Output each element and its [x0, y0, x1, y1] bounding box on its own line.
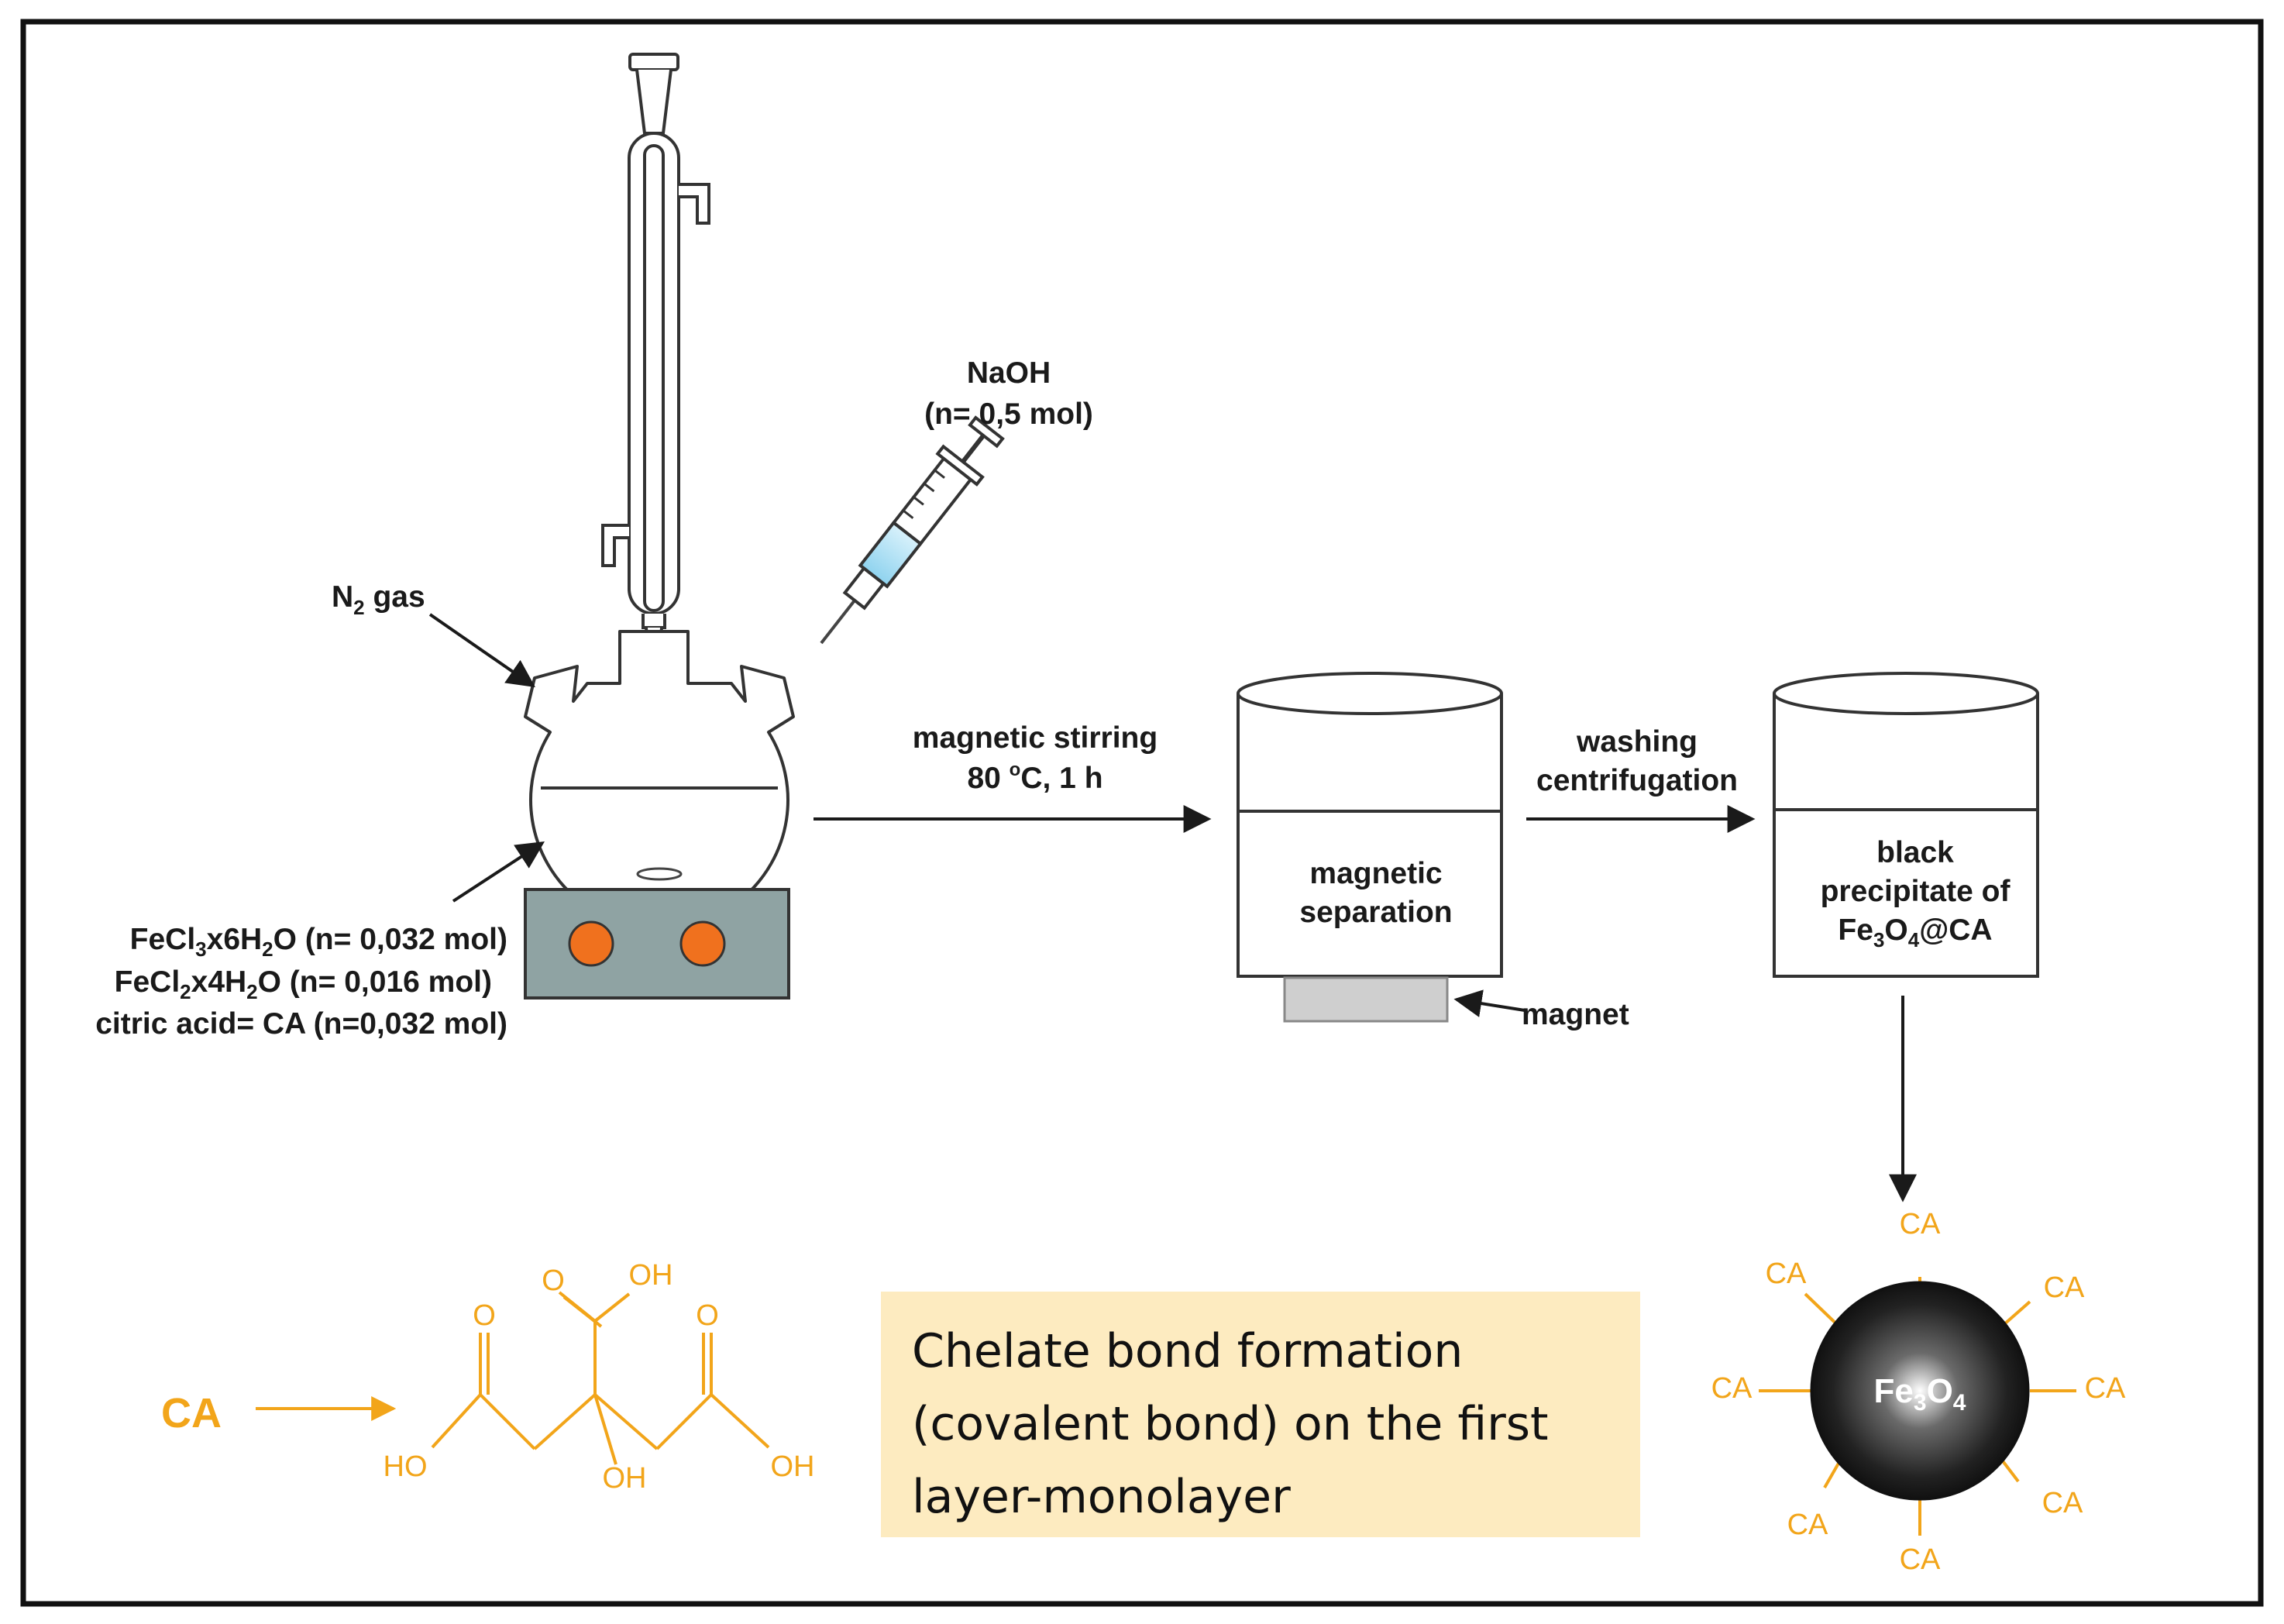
stirring-conditions: 80 oC, 1 h [967, 759, 1102, 795]
hotplate-knob-right [679, 920, 726, 967]
n2-inlet-arrow [428, 613, 535, 688]
ca-ligand-right: CA [2085, 1372, 2126, 1405]
fecl3-label: FeCl3x6H2O (n= 0,032 mol) [130, 923, 507, 961]
ca-o-right: O [696, 1299, 719, 1332]
beaker-magnetic-separation [1237, 672, 1503, 978]
naoh-syringe [820, 415, 1005, 645]
magnet-block [1283, 976, 1449, 1023]
hotplate-knob-left [568, 920, 614, 967]
fe3o4-core-label: Fe3O4 [1874, 1372, 1966, 1416]
naoh-label: NaOH [967, 356, 1051, 390]
chelate-note-line-2: (covalent bond) on the first [912, 1397, 1549, 1451]
ca-oh-top: OH [629, 1259, 673, 1292]
citric-acid-label: citric acid= CA (n=0,032 mol) [95, 1007, 507, 1041]
reagents-arrow [452, 841, 545, 903]
separation-label-1: magnetic [1309, 857, 1442, 890]
magnet-label: magnet [1522, 998, 1629, 1031]
fecl2-label: FeCl2x4H2O (n= 0,016 mol) [115, 965, 492, 1003]
chelate-note-line-1: Chelate bond formation [912, 1324, 1464, 1378]
ca-ligand-bottom-left: CA [1787, 1509, 1828, 1541]
ca-abbreviation: CA [161, 1390, 222, 1436]
separation-label-2: separation [1299, 896, 1452, 929]
figure-border [20, 19, 2264, 1607]
ca-ligand-top-left: CA [1766, 1258, 1807, 1290]
ca-oh-right: OH [771, 1450, 815, 1483]
product-label-1: black [1876, 836, 1954, 869]
ca-ligand-bottom-right: CA [2042, 1487, 2083, 1519]
chelate-note: Chelate bond formation (covalent bond) o… [881, 1292, 1640, 1537]
stir-bar [636, 867, 683, 881]
ca-ligand-labels: CA CA CA CA CA CA CA CA [1711, 1208, 2126, 1576]
three-neck-flask [524, 630, 795, 931]
ca-oh-center: OH [603, 1462, 647, 1495]
naoh-amount: (n= 0,5 mol) [924, 397, 1093, 431]
ca-ligand-top: CA [1900, 1208, 1941, 1240]
magnet-arrow [1453, 989, 1526, 1017]
beaker-product [1773, 672, 2039, 978]
ca-o-center: O [542, 1264, 565, 1297]
reflux-condenser [601, 53, 710, 725]
hotplate-stirrer [524, 888, 790, 1000]
ca-ligand-top-right: CA [2044, 1271, 2085, 1304]
washing-label: washing [1576, 725, 1698, 759]
ca-o-left: O [473, 1299, 496, 1332]
fe3o4-nanoparticle [1810, 1281, 2030, 1501]
ca-ligand-left: CA [1711, 1372, 1753, 1405]
ca-ligand-bottom: CA [1900, 1543, 1941, 1576]
centrifugation-label: centrifugation [1536, 764, 1738, 797]
n2-gas-label: N2 gas [332, 580, 425, 619]
ca-ho-left: HO [384, 1450, 428, 1483]
stirring-label: magnetic stirring [913, 721, 1157, 755]
chelate-note-line-3: layer-monolayer [912, 1470, 1291, 1524]
product-label-3: Fe3O4@CA [1838, 914, 1992, 951]
citric-acid-structure [431, 1291, 770, 1465]
product-label-2: precipitate of [1821, 875, 2011, 908]
